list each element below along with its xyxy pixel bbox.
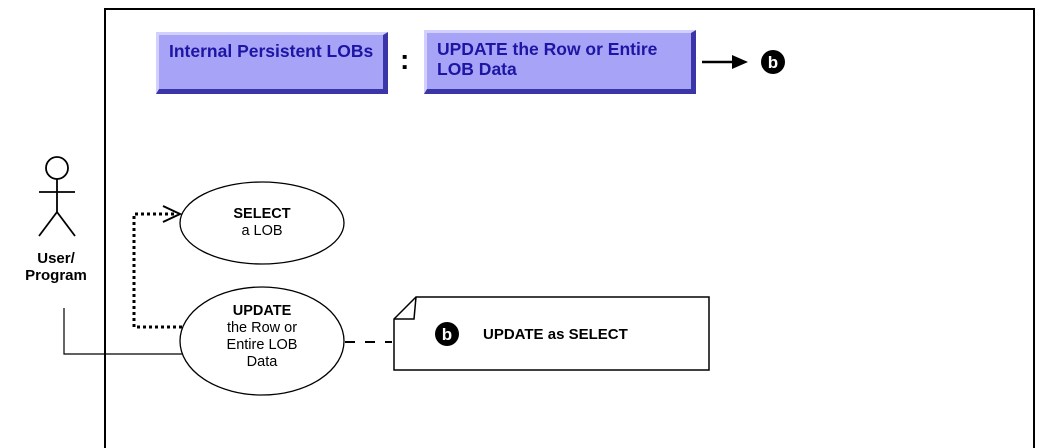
note-marker-circle xyxy=(435,322,459,346)
operation-label: UPDATE the Row or Entire LOB Data xyxy=(437,39,658,79)
include-dotted-line xyxy=(132,212,182,329)
select-use-case-text: SELECT a LOB xyxy=(205,206,319,240)
update-use-case-line-1: the Row or xyxy=(226,320,298,336)
select-use-case-ellipse xyxy=(179,181,345,265)
update-use-case-ellipse xyxy=(179,286,345,396)
note-shape xyxy=(393,296,710,371)
select-use-case-line-1: a LOB xyxy=(241,223,283,239)
update-use-case-title: UPDATE xyxy=(232,303,292,319)
header-arrow-head xyxy=(732,55,748,69)
diagram-frame xyxy=(104,8,1035,448)
include-arrow-head xyxy=(162,205,183,223)
header-marker-circle xyxy=(761,50,785,74)
update-use-case-text: UPDATE the Row or Entire LOB Data xyxy=(195,303,329,371)
header-separator: : xyxy=(400,44,410,75)
context-box: Internal Persistent LOBs xyxy=(156,32,388,94)
operation-box: UPDATE the Row or Entire LOB Data xyxy=(424,30,696,94)
actor-label: User/ Program xyxy=(25,250,87,284)
actor-icon xyxy=(38,156,76,237)
actor-association-line xyxy=(63,308,182,355)
note-text: UPDATE as SELECT xyxy=(483,326,628,343)
update-use-case-line-3: Data xyxy=(246,354,278,370)
update-use-case-line-2: Entire LOB xyxy=(226,337,298,353)
select-use-case-title: SELECT xyxy=(233,206,291,222)
note-marker-letter: b xyxy=(442,325,452,344)
context-label: Internal Persistent LOBs xyxy=(169,41,374,61)
header-marker-letter: b xyxy=(768,53,778,72)
